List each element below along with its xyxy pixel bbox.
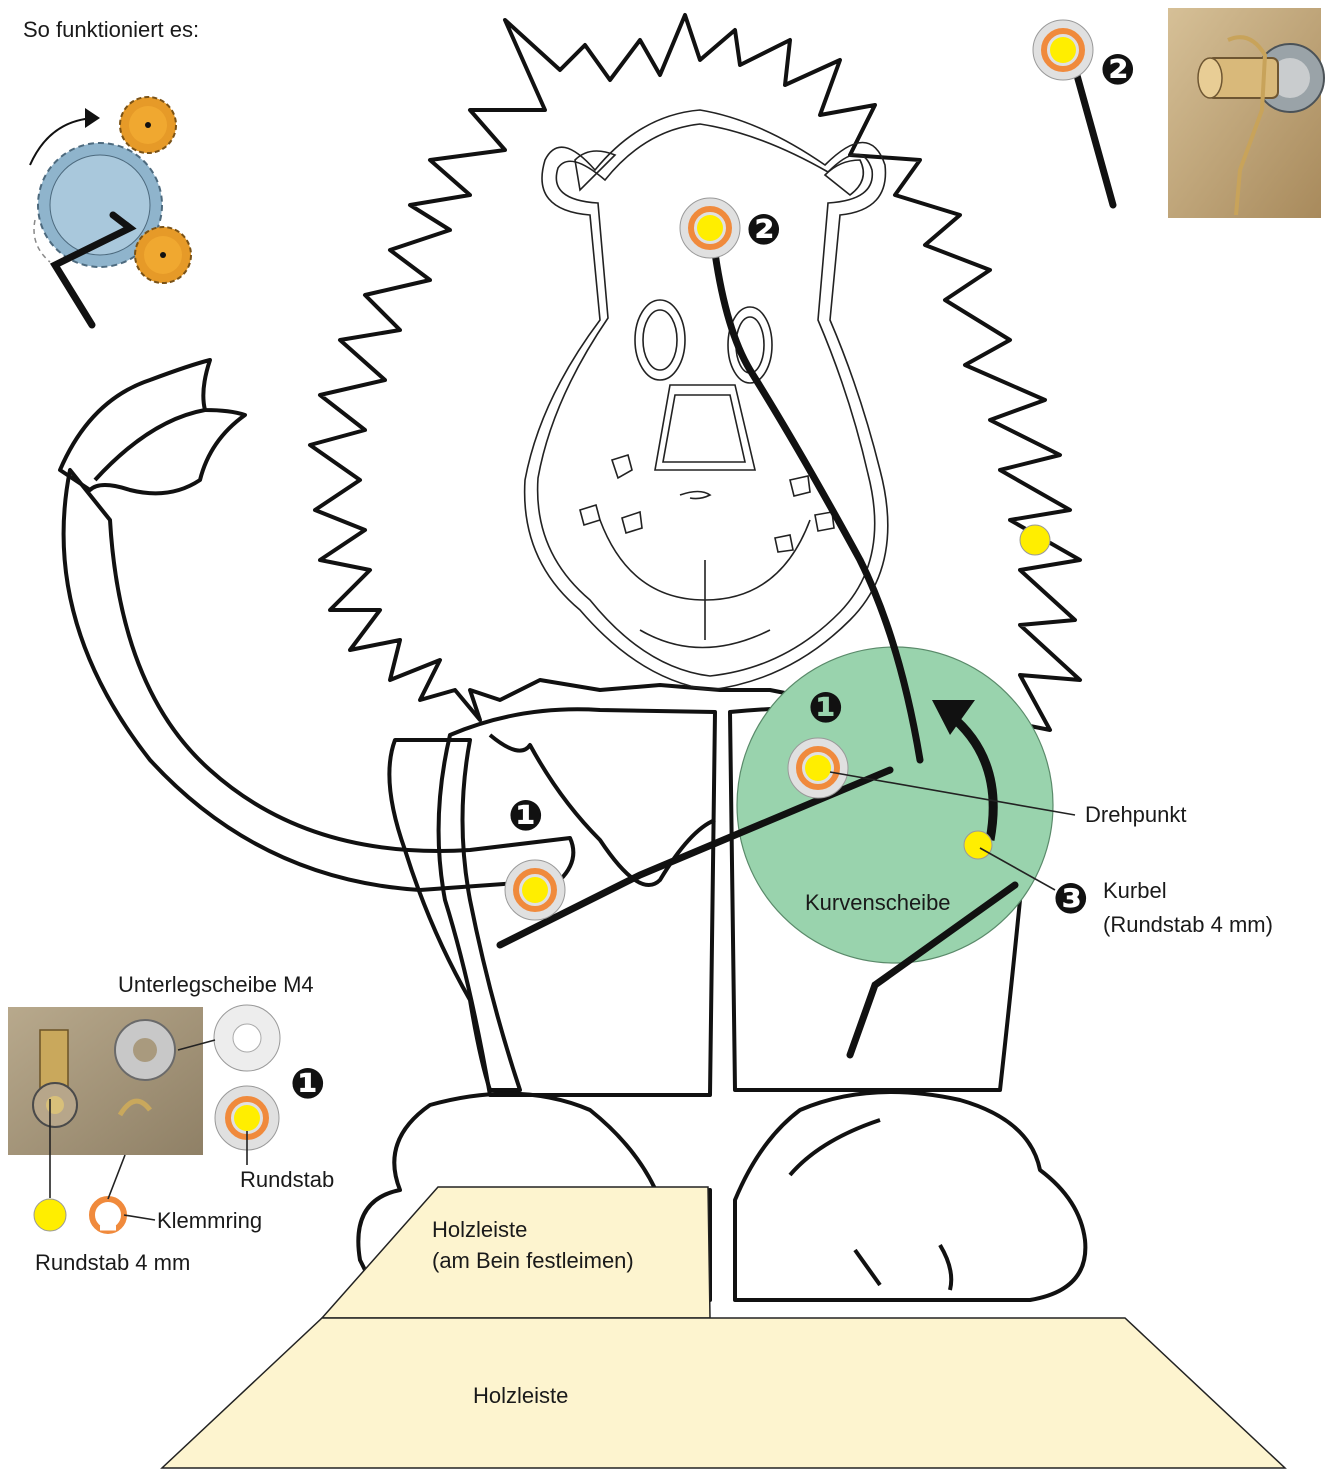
photo-parts [8,1007,203,1155]
legend-clip-ring [92,1199,124,1231]
gear-illustration [30,97,191,325]
pivot-topright [1033,20,1093,80]
label-washer: Unterlegscheibe M4 [118,972,314,997]
marker-two-head: ❷ [746,205,782,254]
marker-one-legend: ❶ [290,1059,326,1108]
lion-left-hind [389,740,520,1090]
nose [655,385,755,470]
lion-tail [64,470,574,890]
label-cam-disc: Kurvenscheibe [805,890,951,915]
crank-dowel [964,831,992,859]
mane-dowel [1020,525,1050,555]
lion-right-foot [735,1092,1085,1300]
label-clip-ring: Klemmring [157,1208,262,1233]
lion-face [525,110,888,690]
label-batten-leg-line1: Holzleiste [432,1217,527,1242]
cam-disc [737,647,1053,963]
label-pivot: Drehpunkt [1085,802,1187,827]
legend-dowel-4mm [34,1199,66,1231]
photo-mane-pivot [1168,8,1324,218]
marker-two-topright: ❷ [1100,45,1136,94]
label-dowel: Rundstab [240,1167,334,1192]
diagram-title: So funktioniert es: [23,17,199,42]
lion-mane-outline [310,15,1080,760]
label-dowel-4mm: Rundstab 4 mm [35,1250,190,1275]
batten-base [162,1318,1285,1468]
pivot-tail [505,860,565,920]
label-crank-line1: Kurbel [1103,878,1167,903]
pivot-head [680,198,740,258]
marker-one-cam: ❶ [808,683,844,732]
marker-one-tail: ❶ [508,791,544,840]
pivot-cam [788,738,848,798]
tail-tip [60,360,245,493]
lion-left-body [439,709,715,1095]
label-batten-leg-line2: (am Bein festleimen) [432,1248,634,1273]
label-crank-line2: (Rundstab 4 mm) [1103,912,1273,937]
right-ear [825,160,863,195]
label-batten-base: Holzleiste [473,1383,568,1408]
marker-three: ❸ [1053,874,1089,923]
